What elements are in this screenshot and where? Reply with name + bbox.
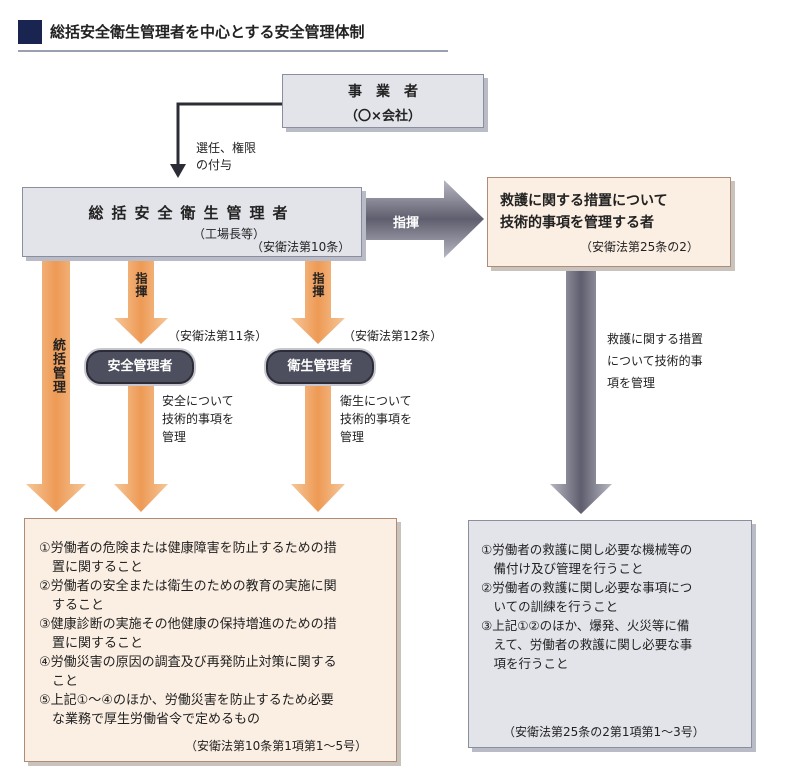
hygiene-desc-1: 衛生について: [340, 394, 412, 408]
duty-line: 置に関すること: [39, 636, 144, 651]
safety-desc-2: 技術的事項を: [162, 412, 235, 426]
hygiene-desc-2: 技術的事項を: [340, 412, 413, 426]
hygiene-desc-3: 管理: [340, 430, 365, 444]
general-manager-title: 総括安全衛生管理者: [88, 204, 296, 222]
duty-line: ③健康診断の実施その他健康の保持増進のための措: [39, 617, 337, 632]
direct-safety-label: 指揮: [134, 272, 148, 298]
appoint-label-2: の付与: [196, 158, 233, 172]
rescue-duty-line: いての訓練を行うこと: [481, 599, 619, 614]
safety-manager-badge: 安全管理者: [86, 350, 194, 384]
appoint-label-1: 選任、権限: [196, 141, 257, 155]
direct-hygiene-label: 指揮: [311, 272, 325, 298]
page-title: 総括安全衛生管理者を中心とする安全管理体制: [50, 23, 365, 41]
rescue-manager-law: （安衛法第25条の2）: [580, 240, 699, 254]
title-underline: [18, 50, 448, 52]
appoint-arrow: [176, 102, 282, 166]
hygiene-duty-arrow: [291, 384, 345, 512]
safety-manager-law: （安衛法第11条）: [168, 329, 268, 343]
rescue-duty-line: 備付け及び管理を行うこと: [481, 561, 644, 576]
rescue-manager-box: 救護に関する措置について 技術的事項を管理する者 （安衛法第25条の2）: [487, 177, 731, 267]
rescue-duty-line: ①労働者の救護に関し必要な機械等の: [481, 542, 693, 557]
rescue-manager-line2: 技術的事項を管理する者: [500, 215, 654, 231]
duty-line: ⑤上記①～④のほか、労働災害を防止するため必要: [39, 693, 334, 708]
overall-arrow: [26, 258, 86, 512]
duty-line: すること: [39, 598, 105, 613]
general-manager-box: 総括安全衛生管理者 （工場長等） （安衛法第10条）: [22, 187, 362, 257]
duty-line: ①労働者の危険または健康障害を防止するための措: [39, 541, 337, 556]
duty-line: こと: [39, 674, 79, 689]
direct-arrow: [364, 180, 484, 258]
safety-duty-arrow: [114, 384, 168, 512]
duties-box: ①労働者の危険または健康障害を防止するための措 置に関すること ②労働者の安全ま…: [24, 518, 397, 762]
duty-line: ②労働者の安全または衛生のための教育の実施に関: [39, 579, 337, 594]
rescue-manager-line1: 救護に関する措置について: [500, 193, 668, 209]
general-manager-subtitle: （工場長等）: [193, 227, 266, 241]
rescue-arrow: [550, 270, 612, 514]
hygiene-manager-law: （安衛法第12条）: [343, 329, 443, 343]
hygiene-manager-badge: 衛生管理者: [266, 350, 374, 384]
duty-line: 置に関すること: [39, 560, 144, 575]
rescue-duty-line: えて、労働者の救護に関し必要な事: [481, 637, 693, 652]
rescue-duty-line: ②労働者の救護に関し必要な事項につ: [481, 580, 693, 595]
employer-label: 事業者: [348, 84, 432, 100]
duty-line: な業務で厚生労働省令で定めるもの: [39, 712, 261, 727]
safety-desc-1: 安全について: [162, 394, 234, 408]
employer-box: 事業者 （〇×会社）: [282, 74, 484, 128]
safety-desc-3: 管理: [162, 430, 187, 444]
overall-management-label: 統括管理: [50, 338, 65, 394]
employer-company: （〇×会社）: [345, 109, 421, 124]
rescue-duties-reference: （安衛法第25条の2第1項第1～3号）: [503, 725, 705, 739]
direct-safety-arrow: [114, 258, 168, 344]
rescue-duty-line: 項を行うこと: [481, 656, 569, 671]
general-manager-law: （安衛法第10条）: [251, 240, 351, 254]
duty-line: ④労働災害の原因の調査及び再発防止対策に関する: [39, 655, 337, 670]
rescue-duty-line: ③上記①②のほか、爆発、火災等に備: [481, 618, 690, 633]
rescue-desc-2: について技術的事: [607, 354, 703, 368]
duties-reference: （安衛法第10条第1項第1～5号）: [185, 739, 368, 753]
title-square-icon: [18, 20, 42, 44]
rescue-desc-1: 救護に関する措置: [607, 332, 704, 346]
rescue-duties-box: ①労働者の救護に関し必要な機械等の 備付け及び管理を行うこと ②労働者の救護に関…: [468, 520, 752, 748]
rescue-desc-3: 項を管理: [607, 376, 656, 390]
direct-label: 指揮: [393, 216, 420, 231]
appoint-arrowhead: [170, 164, 186, 178]
direct-hygiene-arrow: [291, 258, 345, 344]
